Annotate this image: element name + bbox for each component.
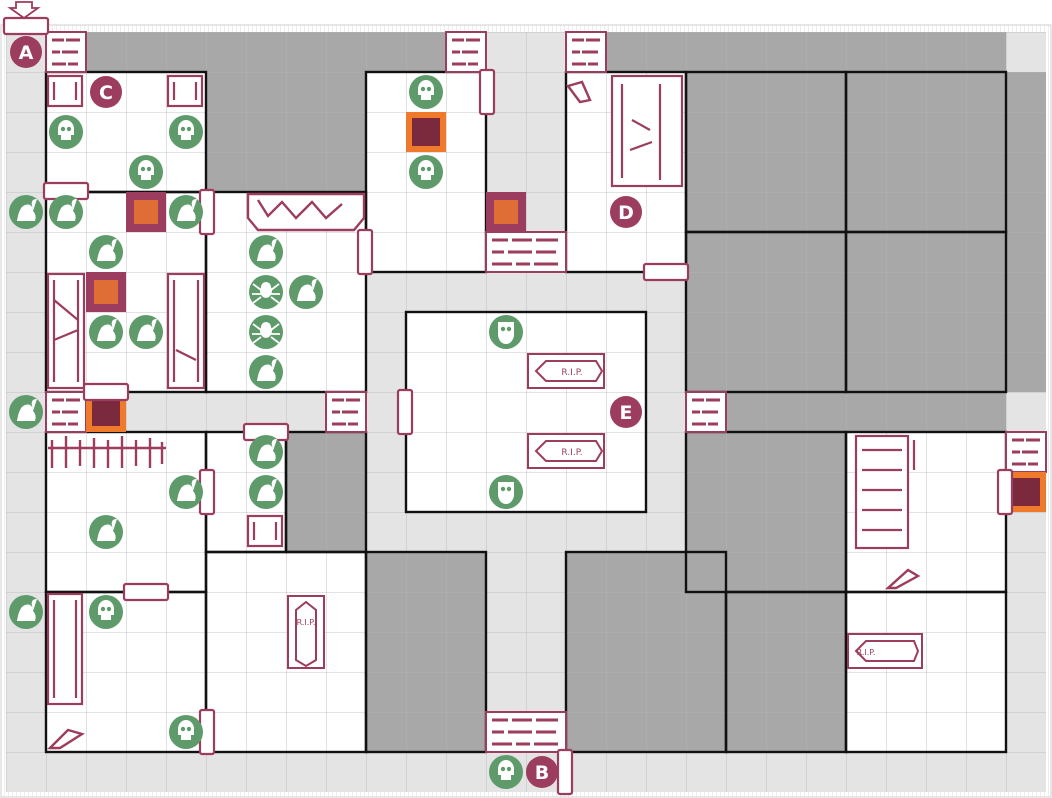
claw-icon [884,568,921,590]
rat-icon [289,275,323,309]
coffins: R.I.P. R.I.P. R.I.P. R.I.P. [287,353,923,669]
marker-a: A [10,36,42,68]
skeleton-icon [169,715,203,749]
rubble-block [445,31,487,73]
start-arrow-icon [7,1,41,20]
door [556,748,574,796]
zombie-icon [489,315,523,349]
door [122,582,170,602]
door [82,382,130,402]
door [996,468,1014,516]
marker-c-label: C [99,82,113,104]
grid [6,32,1046,792]
room-walls [44,70,1008,754]
marker-a-label: A [19,42,34,64]
monsters [9,75,523,789]
door [356,228,374,276]
skeleton-icon [409,75,443,109]
chest [246,514,284,548]
rat-icon [249,435,283,469]
rack [46,592,84,706]
spear-trap [86,272,126,312]
marker-d-label: D [618,202,634,224]
skeleton-icon [89,595,123,629]
coffin: R.I.P. [527,353,605,389]
rat-icon [129,315,163,349]
coffin: R.I.P. [847,633,923,669]
door [642,262,690,282]
chest [46,74,84,108]
spear-trap [486,192,526,232]
rack [166,272,206,390]
rat-icon [89,235,123,269]
rubble-block [485,711,567,753]
spider-icon [249,315,283,349]
rat-icon [249,355,283,389]
rat-icon [169,195,203,229]
skeleton-icon [409,155,443,189]
weapon-rack [48,436,166,468]
door [2,16,50,36]
letter-markers: A C D E B [10,36,642,788]
zombie-icon [489,475,523,509]
spear-trap [126,192,166,232]
rubble-block [685,391,727,433]
spider-icon [249,275,283,309]
rubble-block [485,231,567,273]
marker-b-label: B [535,762,549,784]
fireplace [246,192,366,232]
claw-icon [47,728,85,750]
rat-icon [9,395,43,429]
skeleton-icon [129,155,163,189]
chest [166,74,204,108]
rat-icon [169,475,203,509]
rubble-block [565,31,607,73]
skeleton-icon [489,755,523,789]
marker-c: C [90,76,122,108]
rat-icon [249,475,283,509]
coffin-label: R.I.P. [857,648,876,657]
pit-trap [406,112,446,152]
doors[interactable] [2,16,1014,796]
rubble-block [45,31,87,73]
marker-e-label: E [620,402,633,424]
rubble-blocks [45,31,1047,753]
torture-rack [854,434,916,550]
coffin-label: R.I.P. [297,618,316,627]
sorcerer-table [610,74,684,188]
claw-icon [565,80,592,104]
rat-icon [9,595,43,629]
marker-b: B [526,756,558,788]
rack [46,272,86,390]
rat-icon [249,235,283,269]
coffin-label: R.I.P. [561,448,582,458]
marker-e: E [610,396,642,428]
rubble-block [325,391,367,433]
coffin: R.I.P. [527,433,605,469]
rat-icon [89,515,123,549]
rubble-block [45,391,87,433]
rat-icon [9,195,43,229]
door [396,388,414,436]
skeleton-icon [169,115,203,149]
marker-d: D [610,196,642,228]
rubble-block [1005,431,1047,473]
coffin-label: R.I.P. [561,368,582,378]
rat-icon [49,195,83,229]
coffin: R.I.P. [287,595,325,669]
furniture [46,74,916,706]
door [478,68,496,116]
skeleton-icon [49,115,83,149]
claw-icons [47,80,921,750]
rat-icon [89,315,123,349]
